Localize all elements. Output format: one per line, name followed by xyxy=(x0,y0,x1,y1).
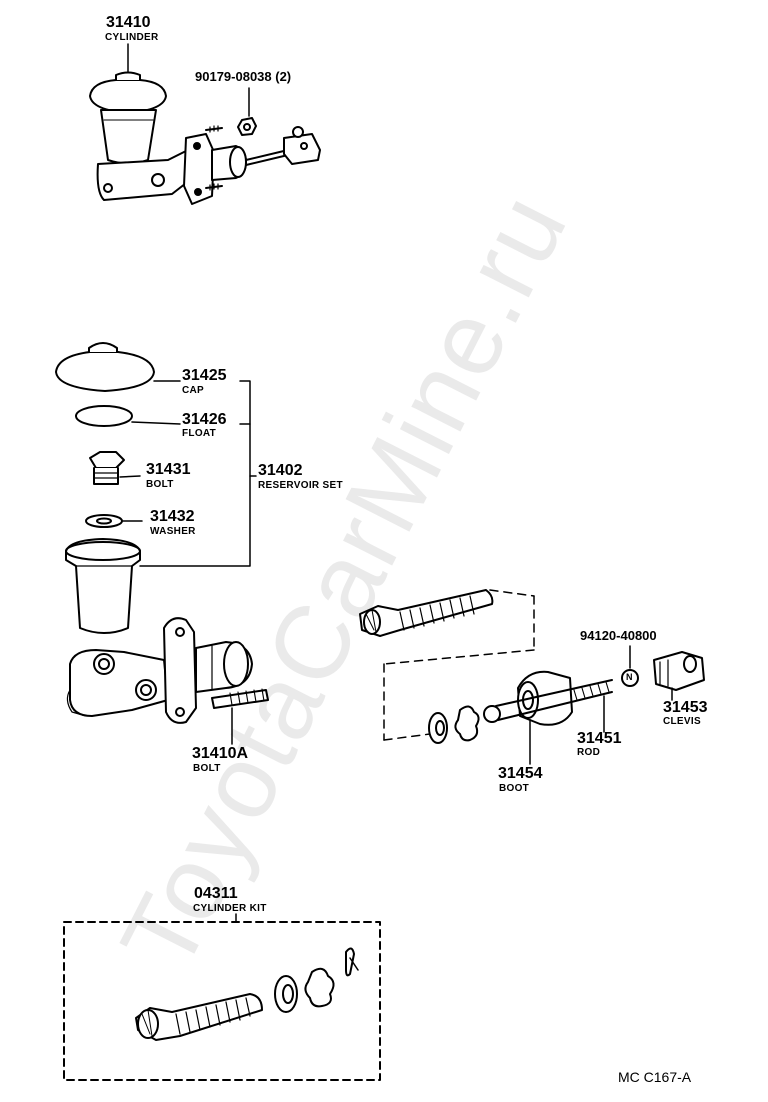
diagram-code: MC C167-A xyxy=(618,1069,692,1085)
stud-bolt-part-name: BOLT xyxy=(193,763,221,774)
cylinder-kit-part-name: CYLINDER KIT xyxy=(193,903,267,914)
clevis-part-number: 31453 xyxy=(663,699,708,716)
rod-illustration xyxy=(483,679,613,733)
cap-part-name: CAP xyxy=(182,385,205,396)
rod-part-name: ROD xyxy=(577,747,601,758)
reservoir-illustration xyxy=(65,538,141,634)
clip-illustration xyxy=(621,645,639,687)
float-part-number: 31426 xyxy=(182,411,227,428)
kit-piston-illustration xyxy=(135,993,263,1041)
bolt-part-number: 31431 xyxy=(146,461,191,478)
cylinder-part-name: CYLINDER xyxy=(105,32,159,43)
clip-symbol: N xyxy=(626,672,633,682)
clevis-part-name: CLEVIS xyxy=(663,716,701,727)
clip-part-number: 94120-40800 xyxy=(580,628,657,643)
nut-part-number: 90179-08038 (2) xyxy=(195,69,292,84)
cylinder-assembly-illustration xyxy=(89,43,321,205)
washer-part-name: WASHER xyxy=(150,526,196,537)
cylinder-kit-frame xyxy=(63,913,381,1081)
piston-cup-illustration xyxy=(428,712,448,744)
boot-illustration xyxy=(517,670,573,765)
washer-part-number: 31432 xyxy=(150,508,195,525)
float-illustration xyxy=(75,405,181,427)
reservoir-set-part-number: 31402 xyxy=(258,462,303,479)
stud-bolt-part-number: 31410A xyxy=(192,745,249,762)
reservoir-set-part-name: RESERVOIR SET xyxy=(258,480,343,491)
cylinder-kit-part-number: 04311 xyxy=(194,885,238,902)
kit-snap-ring-illustration xyxy=(304,967,335,1008)
reservoir-set-bracket xyxy=(139,380,257,567)
washer-illustration xyxy=(85,514,143,528)
bolt-part-name: BOLT xyxy=(146,479,174,490)
kit-pin-illustration xyxy=(345,947,359,977)
cylinder-part-number: 31410 xyxy=(106,14,151,31)
master-cylinder-body-illustration xyxy=(66,617,253,724)
bolt-illustration xyxy=(89,451,141,485)
kit-cup-illustration xyxy=(274,975,298,1013)
snap-ring-illustration xyxy=(454,705,480,742)
rod-part-number: 31451 xyxy=(577,730,622,747)
cap-illustration xyxy=(55,342,181,392)
float-part-name: FLOAT xyxy=(182,428,217,439)
boot-part-name: BOOT xyxy=(499,783,530,794)
boot-part-number: 31454 xyxy=(498,765,543,782)
dashed-grouping-frame xyxy=(383,589,535,741)
cap-part-number: 31425 xyxy=(182,367,227,384)
stud-bolt-illustration xyxy=(211,688,269,745)
clevis-illustration xyxy=(653,651,705,701)
piston-assembly-illustration xyxy=(359,589,494,637)
